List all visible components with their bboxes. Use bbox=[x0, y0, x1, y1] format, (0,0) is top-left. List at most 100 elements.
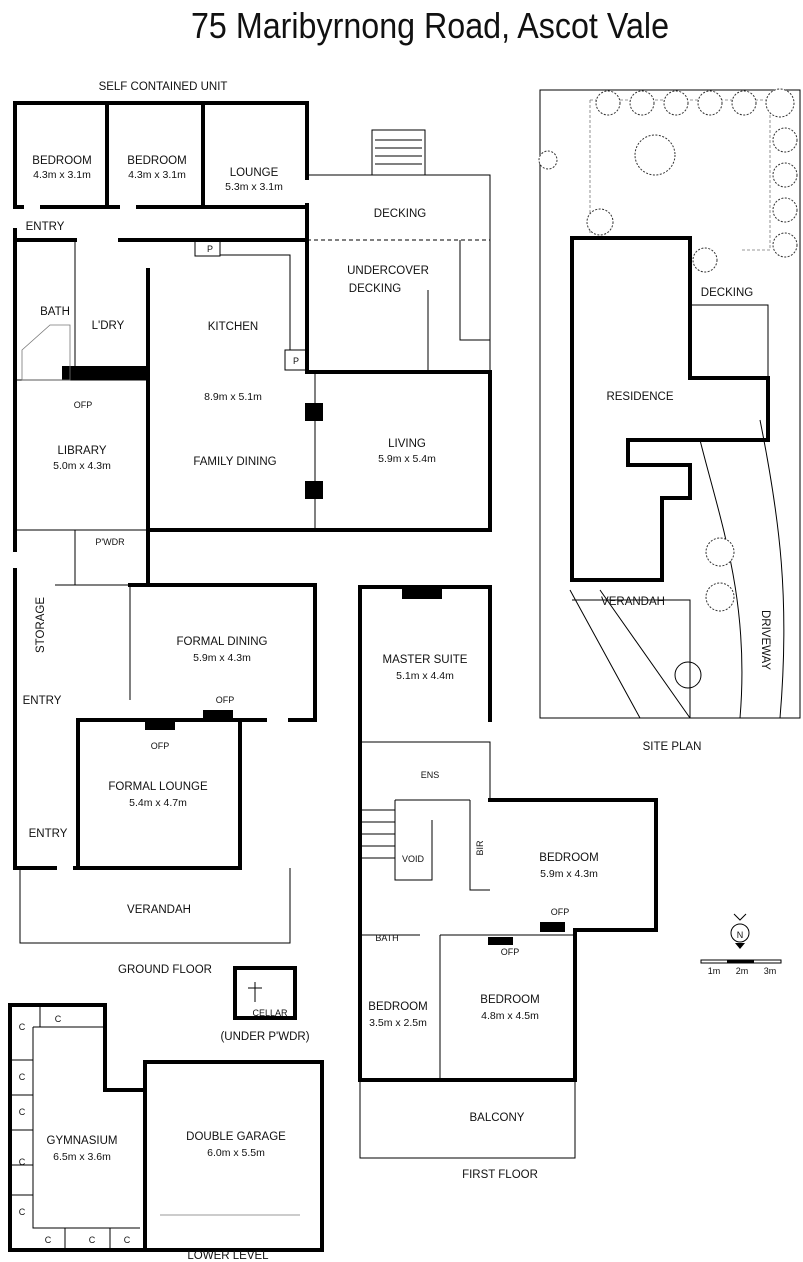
room-size: 4.8m x 4.5m bbox=[481, 1010, 539, 1022]
first-floor-plan: MASTER SUITE 5.1m x 4.4m ENS VOID BIR BE… bbox=[358, 585, 658, 1181]
room-name: STORAGE bbox=[35, 597, 47, 653]
room-name: P'WDR bbox=[95, 537, 125, 547]
site-plan: DECKING RESIDENCE VERANDAH DRIVEWAY SITE… bbox=[538, 88, 801, 753]
garden-border bbox=[589, 99, 771, 251]
room-name: FAMILY DINING bbox=[193, 456, 276, 468]
room-size: 5.9m x 4.3m bbox=[540, 868, 598, 880]
room-name: MASTER SUITE bbox=[383, 654, 468, 666]
decking-outline bbox=[307, 129, 491, 372]
fireplace-formal-dining bbox=[203, 710, 233, 718]
ground-floor-heading: GROUND FLOOR bbox=[118, 964, 212, 976]
tree-icon bbox=[772, 197, 798, 223]
label-cupboard: C bbox=[19, 1207, 26, 1217]
tree-icon bbox=[629, 90, 655, 116]
room-name: BEDROOM bbox=[32, 155, 91, 167]
column bbox=[305, 481, 323, 499]
room-size: 5.9m x 5.4m bbox=[378, 453, 436, 465]
north-arrow-head bbox=[735, 943, 745, 949]
stairs-icon bbox=[375, 139, 422, 165]
tree-icon bbox=[772, 162, 798, 188]
room-name: BEDROOM bbox=[368, 1001, 427, 1013]
first-floor-heading: FIRST FLOOR bbox=[462, 1169, 538, 1181]
cellar-outline bbox=[233, 966, 297, 1020]
fireplace-formal-lounge bbox=[145, 722, 175, 730]
tree-icon bbox=[538, 150, 558, 170]
room-name: UNDERCOVER bbox=[347, 265, 429, 277]
room-size: 8.9m x 5.1m bbox=[204, 391, 262, 403]
room-name: BALCONY bbox=[470, 1112, 525, 1124]
room-name: BEDROOM bbox=[480, 994, 539, 1006]
legend: N 1m 2m 3m bbox=[700, 913, 782, 976]
tree-icon bbox=[586, 208, 614, 236]
verandah-outline bbox=[19, 868, 291, 944]
fireplace-master bbox=[402, 587, 442, 599]
label-ofp: OFP bbox=[216, 695, 235, 705]
room-size: 3.5m x 2.5m bbox=[369, 1017, 427, 1029]
label-cupboard: C bbox=[19, 1107, 26, 1117]
label-cupboard: C bbox=[55, 1014, 62, 1024]
fireplace-bedroom-east bbox=[540, 922, 565, 932]
fireplace-library bbox=[62, 366, 148, 380]
room-name: ENTRY bbox=[23, 695, 62, 707]
column bbox=[305, 403, 323, 421]
room-name: BATH bbox=[40, 306, 70, 318]
room-name: LOUNGE bbox=[230, 167, 279, 179]
tree-icon bbox=[772, 127, 798, 153]
label-pantry: P bbox=[293, 356, 299, 366]
room-name: VERANDAH bbox=[127, 904, 191, 916]
room-size: 4.3m x 3.1m bbox=[33, 169, 91, 181]
tree-icon bbox=[705, 582, 735, 612]
bath-tub bbox=[21, 324, 71, 381]
room-size: 5.4m x 4.7m bbox=[129, 797, 187, 809]
tree-icon bbox=[705, 537, 735, 567]
internal-walls bbox=[128, 268, 317, 722]
room-name: DECKING bbox=[349, 283, 401, 295]
room-name: DOUBLE GARAGE bbox=[186, 1131, 286, 1143]
page-title: 75 Maribyrnong Road, Ascot Vale bbox=[191, 5, 669, 46]
tree-icon bbox=[692, 247, 718, 273]
room-size: 5.0m x 4.3m bbox=[53, 460, 111, 472]
label-cupboard: C bbox=[19, 1022, 26, 1032]
room-name: BEDROOM bbox=[539, 852, 598, 864]
lower-level-walls bbox=[8, 1003, 324, 1252]
label-ofp: OFP bbox=[501, 947, 520, 957]
cupboards bbox=[10, 1005, 140, 1250]
tree-icon bbox=[772, 232, 798, 258]
north-arrow-icon bbox=[730, 923, 750, 943]
lower-level-heading: LOWER LEVEL bbox=[187, 1250, 269, 1262]
scale-bar-segment bbox=[727, 960, 754, 963]
room-name: RESIDENCE bbox=[606, 391, 673, 403]
room-name: ENS bbox=[421, 770, 440, 780]
room-name: L'DRY bbox=[92, 320, 125, 332]
label-ofp: OFP bbox=[151, 741, 170, 751]
site-plan-heading: SITE PLAN bbox=[643, 741, 702, 753]
room-name: BIR bbox=[475, 840, 485, 856]
cellar-ladder bbox=[248, 982, 262, 1002]
room-name: CELLAR bbox=[252, 1008, 288, 1018]
room-size: 6.5m x 3.6m bbox=[53, 1151, 111, 1163]
north-label: N bbox=[737, 930, 744, 940]
label-cupboard: C bbox=[19, 1157, 26, 1167]
room-name: VOID bbox=[402, 854, 425, 864]
room-size: 4.3m x 3.1m bbox=[128, 169, 186, 181]
room-name: KITCHEN bbox=[208, 321, 258, 333]
scu-partitions bbox=[105, 101, 205, 209]
tree-icon bbox=[731, 90, 757, 116]
kitchen-bench bbox=[220, 254, 291, 350]
label-ofp: OFP bbox=[74, 400, 93, 410]
room-name: BEDROOM bbox=[127, 155, 186, 167]
scu-walls bbox=[13, 101, 309, 242]
decking-stairs bbox=[427, 240, 490, 372]
site-details bbox=[569, 304, 769, 719]
label-ofp: OFP bbox=[551, 907, 570, 917]
pantry-top bbox=[194, 239, 221, 257]
room-name: FORMAL DINING bbox=[177, 636, 268, 648]
site-boundary bbox=[539, 89, 801, 719]
scale-label: 1m bbox=[708, 966, 721, 976]
room-name: GYMNASIUM bbox=[47, 1135, 118, 1147]
room-name: VERANDAH bbox=[601, 596, 665, 608]
tree-icon bbox=[697, 90, 723, 116]
driveway-edges bbox=[699, 419, 785, 719]
tree-icon bbox=[663, 90, 689, 116]
